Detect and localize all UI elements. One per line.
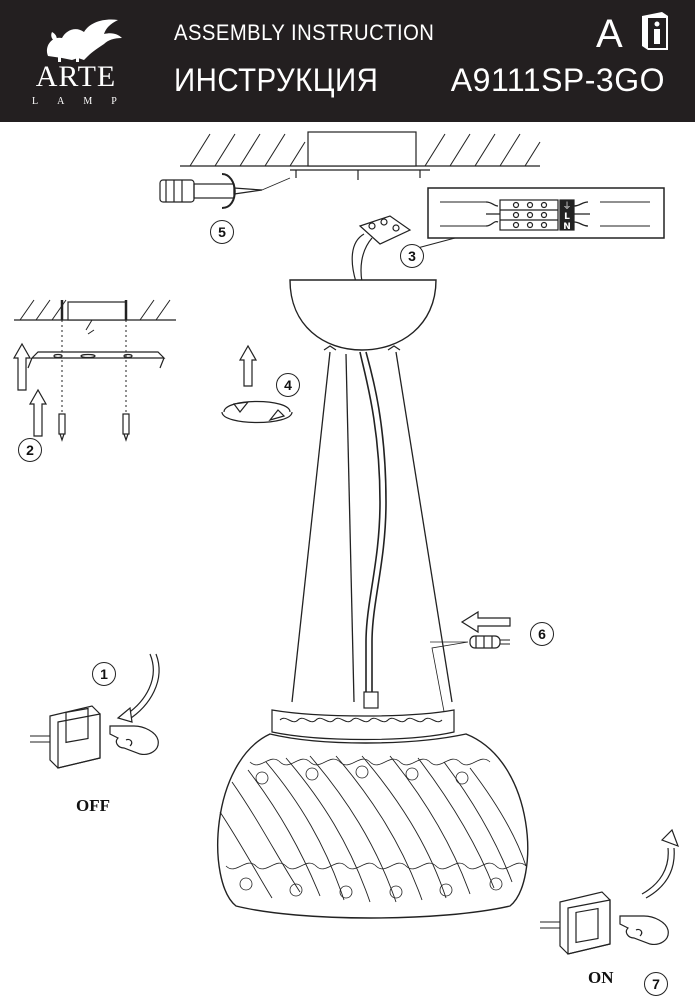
screwdriver-icon <box>159 173 291 209</box>
title-english: ASSEMBLY INSTRUCTION <box>174 20 435 45</box>
suspension-cables <box>291 351 453 709</box>
bulb-arrow-icon <box>460 610 511 634</box>
curved-arrow-step7 <box>641 828 680 899</box>
brand-name: ARTE <box>35 60 117 93</box>
shade-top-band <box>271 709 455 741</box>
step-number-3: 3 <box>400 244 424 268</box>
up-arrows-bracket <box>12 342 48 437</box>
curved-arrow-step1 <box>116 653 160 723</box>
model-number: A9111SP-3GO <box>450 62 665 98</box>
griffin-logo-icon <box>46 19 123 62</box>
header-bar: ARTE LAMP ASSEMBLY INSTRUCTION ИНСТРУКЦИ… <box>0 0 695 122</box>
wall-switch-on-icon <box>540 891 611 955</box>
hand-pointing-on-icon <box>619 915 669 945</box>
language-letter: A <box>596 12 623 56</box>
step-number-5: 5 <box>210 220 234 244</box>
step-number-6: 6 <box>530 622 554 646</box>
terminal-label-n: N <box>563 222 571 232</box>
terminal-block-detail <box>409 187 665 251</box>
g9-bulb-icon <box>430 635 510 723</box>
ceiling-left <box>14 299 176 335</box>
terminal-label-earth: ⏚ <box>562 201 571 212</box>
canopy-bowl <box>289 279 437 351</box>
assembly-drawing: ⏚ L N <box>12 131 680 955</box>
step-number-4: 4 <box>276 373 300 397</box>
off-label: OFF <box>76 796 110 815</box>
ceiling-top <box>180 131 541 180</box>
lamp-shade <box>217 733 529 919</box>
brand-subtitle: LAMP <box>32 96 136 107</box>
on-label: ON <box>588 968 614 987</box>
step-number-7: 7 <box>644 972 668 996</box>
terminal-label-l: L <box>564 212 570 222</box>
info-booklet-icon <box>642 12 668 50</box>
rotate-arrows-icon <box>221 344 293 424</box>
mounting-bracket <box>27 320 166 442</box>
wall-switch-off-icon <box>30 705 101 769</box>
connector-block <box>351 215 412 283</box>
hand-pointing-off-icon <box>109 725 159 755</box>
title-russian: ИНСТРУКЦИЯ <box>174 62 379 98</box>
step-number-2: 2 <box>18 438 42 462</box>
step-number-1: 1 <box>92 662 116 686</box>
